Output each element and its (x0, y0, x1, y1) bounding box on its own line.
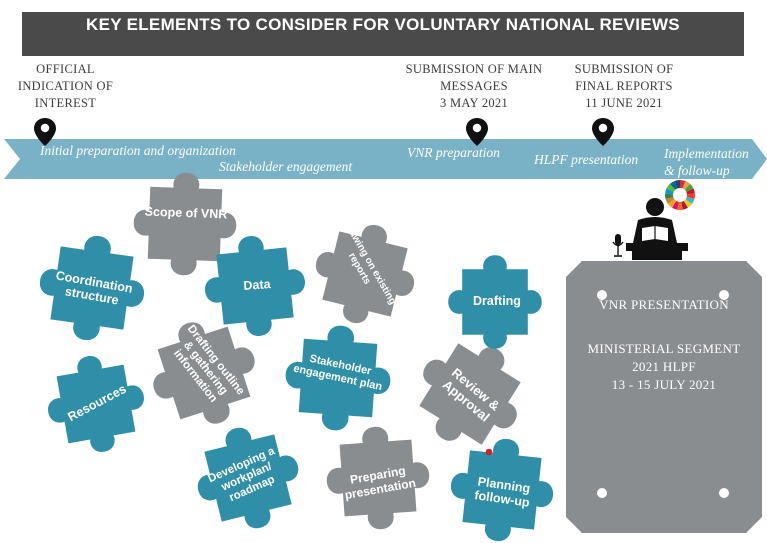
phase-initial-preparation: Initial preparation and organization (40, 143, 236, 158)
milestone-line: SUBMISSION OF MAIN (405, 62, 543, 76)
milestone-line: INTEREST (34, 96, 97, 110)
milestone-line: INDICATION OF (17, 79, 114, 93)
vnr-card-line: 2021 HLPF (632, 359, 696, 374)
map-pin-icon (466, 118, 488, 146)
milestone-line: MESSAGES (440, 79, 508, 93)
milestone-line: OFFICIAL (36, 62, 95, 76)
milestone-line: 11 JUNE 2021 (585, 96, 663, 110)
vnr-card-text: VNR PRESENTATION MINISTERIAL SEGMENT 202… (572, 296, 756, 394)
phase-implementation: Implementation (664, 146, 749, 161)
phase-hlpf-presentation: HLPF presentation (534, 152, 639, 167)
milestone-final-reports: SUBMISSION OF FINAL REPORTS 11 JUNE 2021 (562, 61, 686, 112)
puzzle-label-drafting: Drafting (473, 294, 521, 308)
map-pin-icon (34, 118, 56, 146)
milestone-line: 3 MAY 2021 (439, 96, 509, 110)
milestone-official-interest: OFFICIAL INDICATION OF INTEREST (8, 61, 123, 112)
timeline-arrow (4, 139, 767, 179)
phase-stakeholder-engagement: Stakeholder engagement (219, 159, 353, 174)
map-pin-icon (592, 118, 614, 146)
vnr-card-heading: VNR PRESENTATION (599, 297, 729, 312)
microphone-icon (612, 234, 624, 257)
vnr-presentation-card (566, 261, 762, 533)
accent-dot (485, 448, 493, 456)
phase-vnr-preparation: VNR preparation (407, 145, 500, 160)
milestone-line: FINAL REPORTS (575, 79, 673, 93)
milestone-main-messages: SUBMISSION OF MAIN MESSAGES 3 MAY 2021 (396, 61, 552, 112)
vnr-card-line: 13 - 15 JULY 2021 (611, 377, 717, 392)
sdg-wheel-segment (677, 195, 683, 210)
milestone-line: SUBMISSION OF (574, 62, 674, 76)
phase-follow-up: & follow-up (664, 163, 730, 178)
sdg-wheel-icon (665, 180, 695, 210)
timeline-band (4, 139, 767, 179)
page-title: KEY ELEMENTS TO CONSIDER FOR VOLUNTARY N… (22, 12, 744, 56)
speaker-at-podium-icon (626, 198, 688, 260)
vnr-card-line: MINISTERIAL SEGMENT (587, 341, 741, 356)
